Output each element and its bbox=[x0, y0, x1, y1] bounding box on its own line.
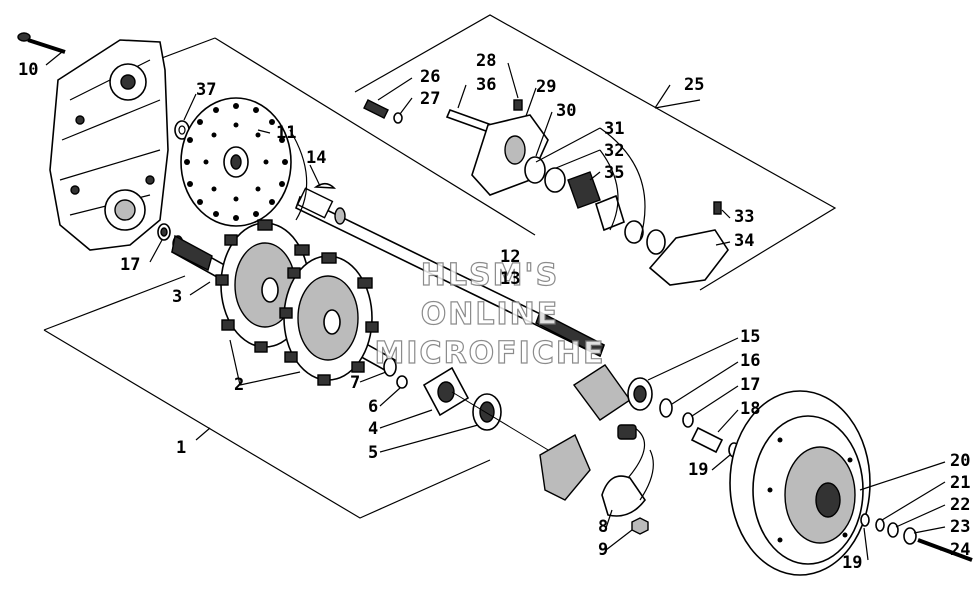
key-14 bbox=[313, 182, 337, 189]
callout-22: 22 bbox=[950, 495, 970, 515]
callout-25: 25 bbox=[684, 75, 704, 95]
watermark: HLSM'S ONLINE MICROFICHE bbox=[374, 257, 606, 371]
callout-8: 8 bbox=[598, 517, 608, 537]
bleeder-33 bbox=[713, 201, 722, 215]
callout-24: 24 bbox=[950, 540, 970, 560]
watermark-line-3: MICROFICHE bbox=[375, 336, 606, 371]
callout-36: 36 bbox=[476, 75, 496, 95]
brake-disc-11 bbox=[180, 97, 292, 227]
callout-32: 32 bbox=[604, 141, 624, 161]
callout-30: 30 bbox=[556, 101, 576, 121]
seal-right bbox=[646, 229, 666, 255]
callout-19-left: 19 bbox=[688, 460, 708, 480]
callout-31: 31 bbox=[604, 119, 624, 139]
bolt-10 bbox=[17, 32, 66, 54]
sprocket-2-right bbox=[279, 252, 379, 386]
callout-11: 11 bbox=[276, 123, 296, 143]
callout-34: 34 bbox=[734, 231, 754, 251]
callout-33: 33 bbox=[734, 207, 754, 227]
callout-19-right: 19 bbox=[842, 553, 862, 573]
seal-30 bbox=[524, 156, 546, 184]
driven-pulley-20 bbox=[729, 390, 871, 576]
caliper-half-34 bbox=[648, 229, 729, 286]
upper-shaft bbox=[295, 187, 605, 358]
callout-4: 4 bbox=[368, 419, 378, 439]
callout-7: 7 bbox=[350, 373, 360, 393]
spacer-18 bbox=[690, 426, 724, 454]
speed-sensor-8 bbox=[601, 424, 654, 517]
leader-lines bbox=[45, 51, 946, 561]
bearing-flange-4 bbox=[422, 366, 470, 417]
callout-12: 13 bbox=[500, 269, 520, 289]
piston-32 bbox=[544, 167, 566, 193]
callout-14: 14 bbox=[306, 148, 326, 168]
washer-16 bbox=[659, 398, 673, 418]
callout-16: 16 bbox=[740, 351, 760, 371]
callout-13: 12 bbox=[500, 247, 520, 267]
callout-37: 37 bbox=[196, 80, 216, 100]
callout-2: 2 bbox=[234, 375, 244, 395]
gasket-plate bbox=[539, 434, 591, 501]
callout-labels: 10 37 11 14 17 3 2 7 6 4 5 1 12 13 8 9 1… bbox=[18, 51, 970, 573]
group-box-25 bbox=[354, 14, 837, 291]
callout-27: 27 bbox=[420, 89, 440, 109]
bleeder-28 bbox=[513, 99, 523, 111]
bushing-6 bbox=[396, 375, 408, 389]
gear-case-housing bbox=[49, 39, 169, 251]
callout-1: 1 bbox=[176, 438, 186, 458]
bearing-15 bbox=[627, 377, 653, 411]
nut-9 bbox=[631, 517, 649, 535]
callout-5: 5 bbox=[368, 443, 378, 463]
callout-9: 9 bbox=[598, 540, 608, 560]
bearing-5 bbox=[472, 393, 502, 431]
callout-6: 6 bbox=[368, 397, 378, 417]
piston-31 bbox=[624, 220, 644, 244]
watermark-line-1: HLSM'S bbox=[421, 258, 559, 293]
pad-35-b bbox=[595, 194, 625, 232]
callout-28: 28 bbox=[476, 51, 496, 71]
callout-17-left: 17 bbox=[120, 255, 140, 275]
callout-18: 18 bbox=[740, 399, 760, 419]
washer-23 bbox=[903, 527, 917, 545]
callout-20: 20 bbox=[950, 451, 970, 471]
watermark-line-2: ONLINE bbox=[421, 297, 560, 332]
callout-21: 21 bbox=[950, 473, 970, 493]
callout-29: 29 bbox=[536, 77, 556, 97]
washer-21 bbox=[875, 518, 885, 532]
washer-19-right bbox=[860, 513, 870, 527]
washer-22 bbox=[887, 522, 899, 538]
callout-10: 10 bbox=[18, 60, 38, 80]
callout-3: 3 bbox=[172, 287, 182, 307]
callout-35: 35 bbox=[604, 163, 624, 183]
washer-27 bbox=[393, 112, 403, 124]
bolt-26 bbox=[363, 99, 389, 119]
callout-26: 26 bbox=[420, 67, 440, 87]
washer-17-left bbox=[157, 223, 171, 241]
pad-35-a bbox=[567, 171, 601, 209]
bearing-housing-right bbox=[572, 364, 631, 421]
washer-17-right bbox=[682, 412, 694, 428]
callout-15: 15 bbox=[740, 327, 760, 347]
callout-17-right: 17 bbox=[740, 375, 760, 395]
callout-23: 23 bbox=[950, 517, 970, 537]
